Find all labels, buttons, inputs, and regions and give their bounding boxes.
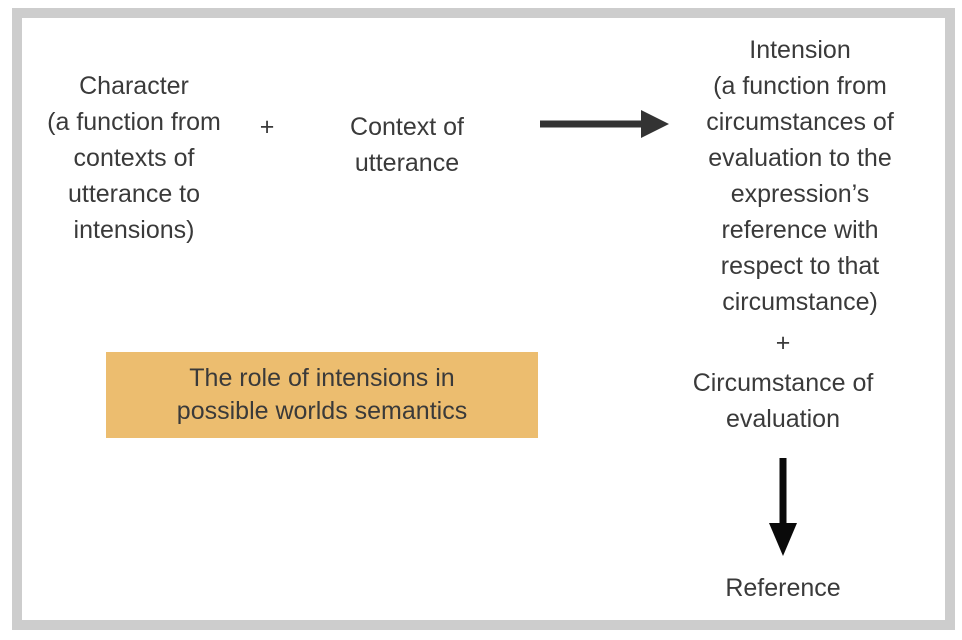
plus-sign-right: + <box>775 329 791 357</box>
diagram-frame <box>12 8 955 630</box>
plus-sign-left: + <box>259 113 275 141</box>
context-of-utterance-node: Context of utterance <box>350 113 464 177</box>
down-arrow-icon <box>769 458 797 556</box>
highlight-box-label: The role of intensions in possible world… <box>176 364 468 425</box>
intension-node: Intension (a function from circumstances… <box>706 36 894 316</box>
highlight-box: The role of intensions in possible world… <box>106 352 538 438</box>
character-node: Character (a function from contexts of u… <box>47 72 221 244</box>
right-arrow-icon <box>540 110 669 138</box>
reference-node: Reference <box>725 574 841 602</box>
circumstance-of-evaluation-node: Circumstance of evaluation <box>692 369 874 433</box>
